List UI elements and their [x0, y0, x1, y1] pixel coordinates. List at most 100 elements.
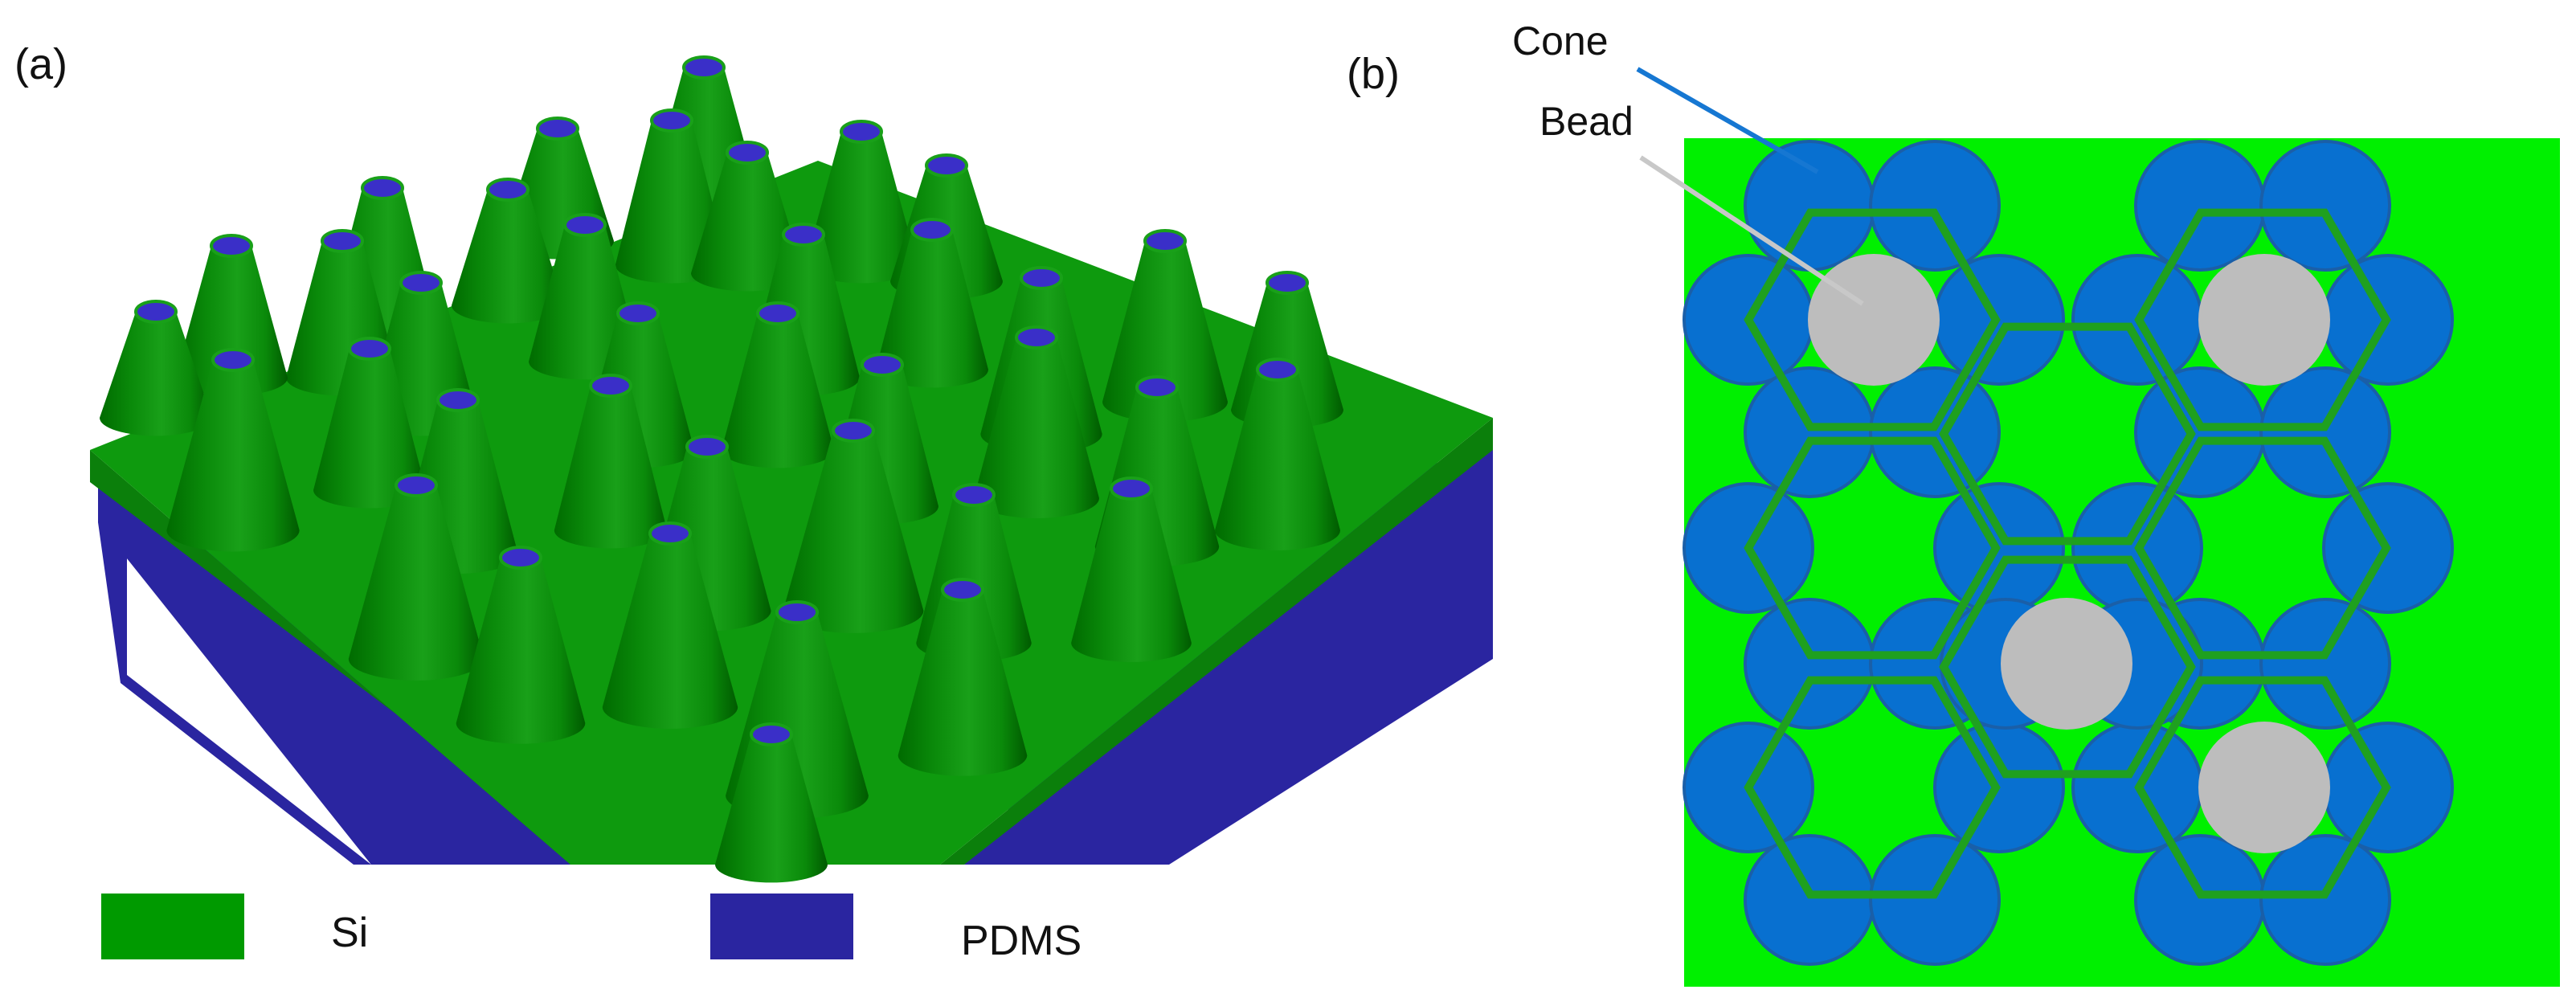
cone: [456, 546, 586, 744]
cone: [898, 578, 1028, 776]
cone-cap: [1256, 358, 1299, 382]
cone-cap: [536, 117, 579, 141]
cone: [313, 337, 426, 509]
cone-cap: [685, 435, 729, 459]
cone: [166, 348, 300, 552]
cone-body: [1071, 489, 1192, 662]
cone-cap: [210, 234, 253, 258]
cone: [974, 325, 1099, 518]
cone-cap: [925, 153, 968, 178]
cone-circle: [2134, 834, 2266, 966]
cone-body: [691, 153, 803, 292]
legend-label-si: Si: [331, 910, 368, 956]
cone-cap: [563, 213, 607, 237]
panel-a: (a) Si PDMS: [14, 40, 1493, 964]
cone: [691, 141, 803, 292]
cone-body: [456, 558, 586, 744]
cone-body: [166, 360, 300, 552]
cone-body: [554, 386, 668, 549]
cone: [175, 234, 288, 396]
cone-cap: [321, 229, 364, 253]
cone-cap: [499, 546, 542, 570]
panel-b-label: (b): [1347, 50, 1400, 98]
cone-circle: [2259, 834, 2391, 966]
cone-cap: [436, 388, 480, 412]
hexagon: [1939, 322, 2196, 546]
cone-body: [348, 485, 485, 681]
cone-body: [602, 534, 738, 729]
cone-cap: [648, 521, 692, 546]
cone-circle: [1869, 366, 2001, 498]
bead: [2001, 598, 2132, 730]
hexagon: [1744, 676, 2001, 899]
cone-cap: [682, 55, 726, 80]
cone-body: [805, 132, 918, 284]
cone-circle: [1744, 598, 1875, 730]
cone-cap: [616, 301, 660, 325]
cone-cap: [1143, 229, 1187, 253]
hexagon-lattice: [1744, 208, 2391, 899]
cone-circle: [2134, 140, 2266, 272]
cone-cap: [650, 108, 693, 133]
bead-callout-text: Bead: [1539, 99, 1634, 144]
cone-body: [175, 246, 288, 396]
hexagon: [1744, 208, 2001, 431]
cone-body: [313, 349, 426, 509]
cone-body: [876, 230, 988, 388]
cone-cap: [750, 722, 793, 746]
bead: [1808, 254, 1940, 386]
cone-cap: [941, 578, 984, 602]
cone-cap: [832, 419, 875, 443]
legend-swatch-pdms: [710, 894, 853, 959]
hexagon: [2134, 208, 2391, 431]
cone: [602, 521, 738, 729]
cone-cap: [1266, 271, 1309, 295]
cone: [1102, 229, 1228, 422]
cone-array: [100, 55, 1343, 883]
cone-body: [974, 337, 1099, 518]
cone: [100, 300, 212, 436]
cone-cap: [395, 473, 438, 497]
hexagon: [1939, 555, 2196, 779]
cone-cap: [361, 176, 404, 200]
cone-cap: [861, 353, 904, 377]
cone-cap: [910, 218, 954, 242]
legend-label-pdms: PDMS: [961, 918, 1082, 964]
panel-a-label: (a): [14, 40, 67, 88]
cone: [783, 419, 924, 633]
bead: [2198, 254, 2330, 386]
hexagon: [2134, 676, 2391, 899]
legend-swatch-si: [101, 894, 244, 959]
cone-body: [615, 121, 729, 284]
cone-cap: [486, 178, 530, 202]
panel-b: (b) Cone Bead: [1347, 18, 2560, 987]
cone-cap: [1020, 266, 1063, 290]
cone-body: [783, 431, 924, 633]
cone-body: [1102, 241, 1228, 422]
cone-body: [715, 734, 828, 883]
bead-callout-line: [1639, 155, 1864, 306]
cone-cap: [134, 300, 178, 324]
cone-circle: [1744, 834, 1875, 966]
cone: [452, 178, 564, 324]
cone-cap: [1015, 325, 1058, 350]
cone: [554, 374, 668, 549]
cone: [615, 108, 729, 284]
callout-cone: Cone: [1512, 18, 1819, 174]
cone-body: [452, 190, 564, 324]
cone-cap: [399, 271, 443, 295]
cone: [348, 473, 485, 681]
callout-bead: Bead: [1539, 99, 1864, 306]
cone-circle: [2259, 140, 2391, 272]
pdms-side-left: [98, 522, 371, 865]
bead: [2198, 722, 2330, 853]
cone-cap: [840, 120, 883, 144]
cone: [876, 218, 988, 388]
pdms-left-face: [98, 482, 1205, 865]
cone: [805, 120, 918, 284]
cone-cap: [726, 141, 769, 165]
cone-cap: [1110, 476, 1153, 501]
cone-cap: [782, 223, 825, 247]
hexagon: [1744, 436, 2001, 660]
cone-callout-line: [1636, 67, 1819, 174]
